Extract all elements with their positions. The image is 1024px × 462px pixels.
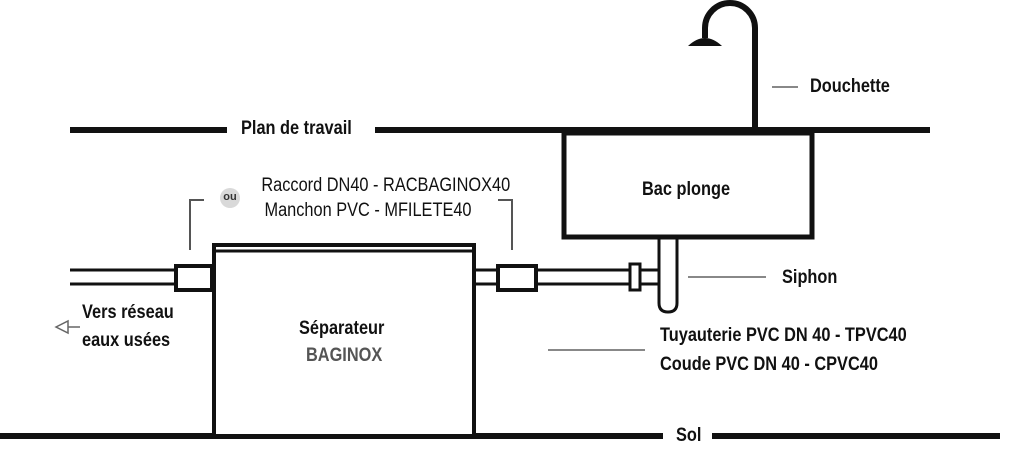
floor-label: Sol	[676, 425, 702, 446]
separator-label: Séparateur	[299, 318, 385, 339]
pipework-label: Tuyauterie PVC DN 40 - TPVC40	[660, 325, 907, 346]
elbow-label: Coude PVC DN 40 - CPVC40	[660, 354, 878, 375]
sink-box	[561, 130, 815, 240]
left-connector	[174, 264, 214, 292]
shower-faucet-icon	[702, 0, 758, 128]
sewer-label-line1: Vers réseau	[82, 302, 174, 323]
pipe-coupling-small	[628, 262, 642, 292]
ou-badge	[220, 188, 240, 208]
baginox-label: BAGINOX	[306, 345, 383, 366]
arrow-left-icon	[54, 319, 69, 335]
raccord-label: Raccord DN40 - RACBAGINOX40	[261, 175, 511, 196]
connector-bracket-left	[189, 199, 204, 250]
ou-label: ou	[223, 191, 237, 203]
siphon-label: Siphon	[782, 267, 838, 288]
shower-head-icon	[688, 38, 722, 46]
right-connector	[496, 264, 538, 292]
siphon-pipe	[657, 238, 679, 314]
sewer-label-line2: eaux usées	[82, 330, 171, 351]
sink-label: Bac plonge	[642, 179, 731, 200]
countertop-label: Plan de travail	[241, 118, 352, 139]
connector-bracket-right	[498, 199, 513, 250]
douchette-label: Douchette	[810, 76, 890, 97]
manchon-label: Manchon PVC - MFILETE40	[264, 200, 472, 221]
separator-box	[212, 243, 476, 438]
